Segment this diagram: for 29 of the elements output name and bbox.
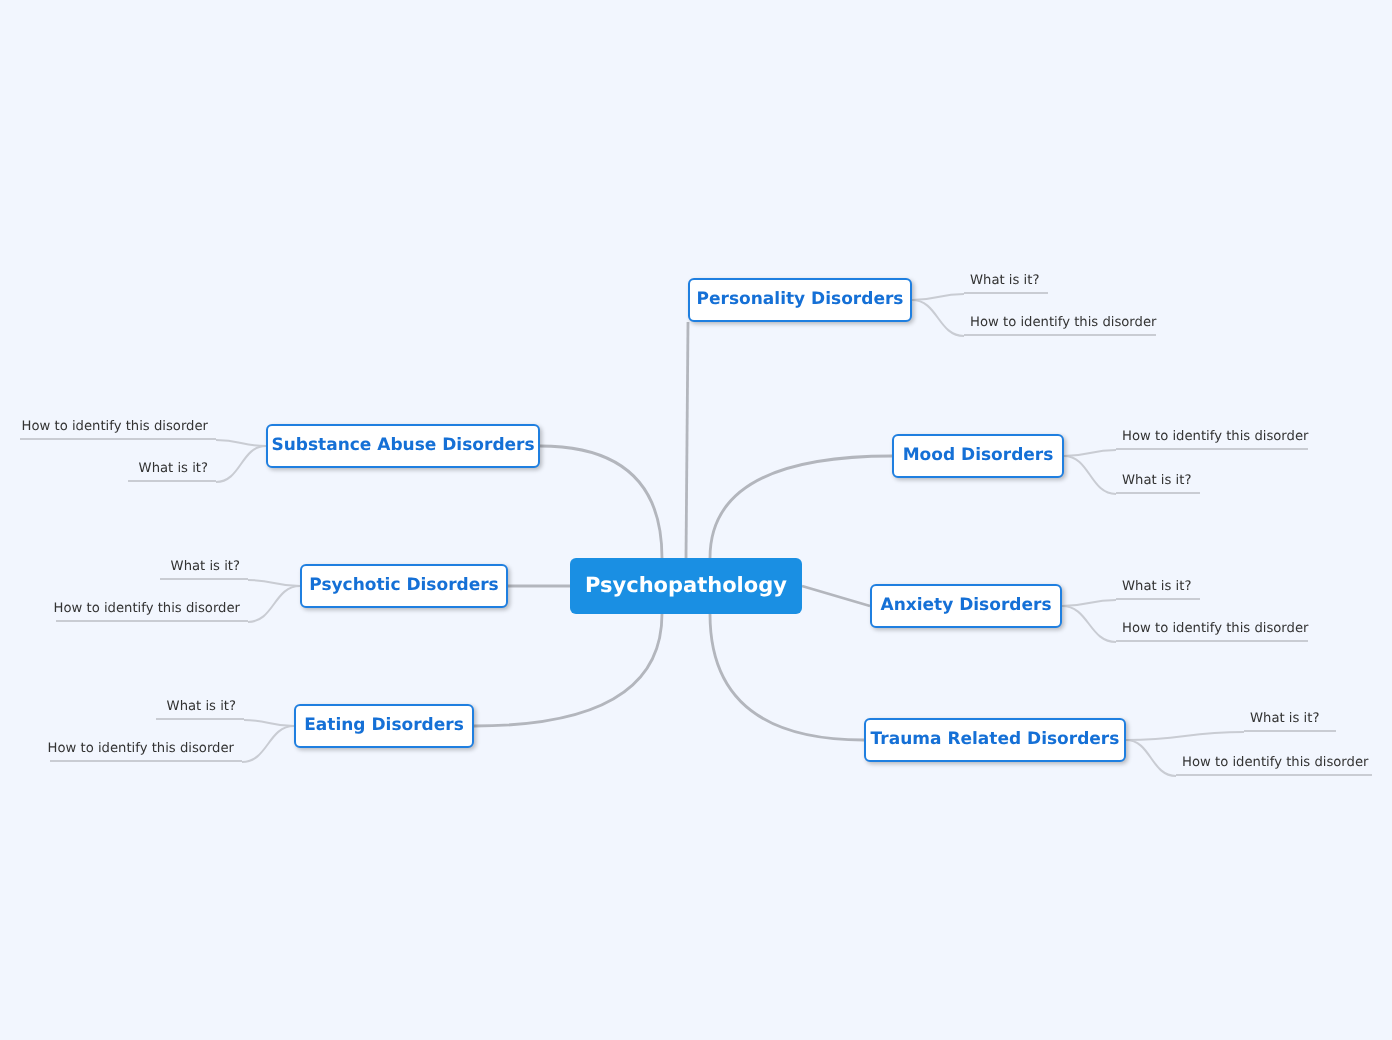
connector-line [1061, 605, 1117, 643]
connector-line [801, 584, 871, 608]
connector-line [247, 579, 301, 587]
connector-line [708, 454, 893, 559]
connector-line [473, 613, 664, 728]
connector-line [1061, 599, 1117, 607]
connector-line [241, 725, 295, 763]
topic-box: Mood Disorders [892, 434, 1064, 478]
central-topic-box: Psychopathology [570, 558, 802, 614]
topic-box: Psychotic Disorders [300, 564, 508, 608]
topic-box: Personality Disorders [688, 278, 912, 322]
connector-line [684, 322, 690, 558]
connector-line [243, 719, 295, 727]
topic-box: Anxiety Disorders [870, 584, 1062, 628]
topic-box: Trauma Related Disorders [864, 718, 1126, 762]
connector-line [1125, 739, 1177, 777]
connector-line [247, 585, 301, 623]
connector-line [539, 444, 664, 559]
connector-line [1063, 455, 1117, 495]
connector-line [215, 439, 267, 447]
connector-line [911, 299, 965, 337]
connector-line [1063, 449, 1117, 457]
connector-line [708, 613, 865, 742]
connector-line [911, 293, 965, 301]
connector-line [508, 584, 570, 588]
topic-box: Substance Abuse Disorders [266, 424, 540, 468]
connector-line [215, 445, 267, 483]
topic-box: Eating Disorders [294, 704, 474, 748]
connector-line [1125, 731, 1245, 741]
